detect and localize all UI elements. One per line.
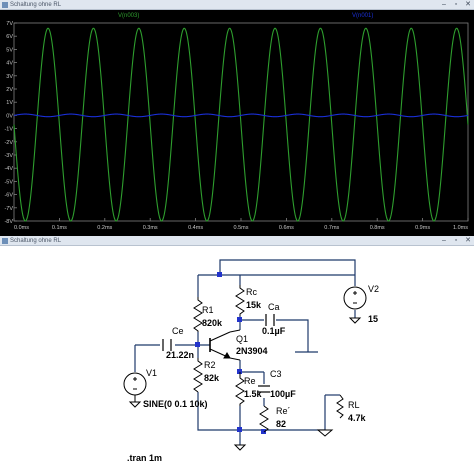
q1-name: Q1 — [236, 334, 248, 344]
waveform-window: Schaltung ohne RL – ▫ ✕ V(n003) V(n001) … — [0, 0, 474, 236]
schematic-titlebar[interactable]: Schaltung ohne RL – ▫ ✕ — [0, 236, 474, 246]
r1-value: 820k — [202, 318, 223, 328]
ca-value: 0.1µF — [262, 326, 286, 336]
spice-directive[interactable]: .tran 1m — [127, 453, 162, 463]
resistor-rc[interactable] — [235, 285, 245, 316]
voltage-source-v1[interactable] — [123, 372, 147, 408]
schematic-window-title: Schaltung ohne RL — [10, 238, 62, 244]
q1-model: 2N3904 — [236, 346, 268, 356]
maximize-button[interactable]: ▫ — [454, 1, 458, 8]
waveform-window-title: Schaltung ohne RL — [10, 2, 62, 8]
trace-label-v-out[interactable]: V(n003) — [118, 13, 139, 19]
y-tick-label: 7V — [6, 21, 13, 27]
resistor-rl[interactable] — [336, 394, 344, 419]
capacitor-ce[interactable] — [162, 339, 172, 351]
x-tick-label: 0.9ms — [415, 225, 430, 231]
resistor-re[interactable] — [235, 372, 245, 406]
c3-name: C3 — [270, 369, 282, 379]
plot-traces — [13, 27, 469, 222]
rl-name: RL — [348, 400, 360, 410]
y-tick-label: 6V — [6, 34, 13, 40]
junction-dots — [195, 272, 266, 434]
v1-value: SINE(0 0.1 10k) — [143, 399, 208, 409]
x-tick-label: 0.5ms — [234, 225, 249, 231]
close-button[interactable]: ✕ — [465, 1, 471, 8]
y-tick-label: -6V — [4, 193, 13, 199]
trace-v-in[interactable] — [13, 113, 469, 118]
re2-value: 82 — [276, 419, 286, 429]
x-tick-label: 0.4ms — [188, 225, 203, 231]
x-tick-label: 0.2ms — [97, 225, 112, 231]
x-tick-label: 0.8ms — [370, 225, 385, 231]
minimize-button[interactable]: – — [442, 1, 446, 8]
r2-value: 82k — [204, 373, 220, 383]
close-button[interactable]: ✕ — [465, 237, 471, 244]
c3-value: 100µF — [270, 389, 296, 399]
rc-name: Rc — [246, 287, 257, 297]
minimize-button[interactable]: – — [442, 237, 446, 244]
x-tick-label: 0.0ms — [14, 225, 29, 231]
rc-value: 15k — [246, 300, 262, 310]
ca-name: Ca — [268, 302, 280, 312]
y-tick-label: -2V — [4, 140, 13, 146]
x-tick-label: 0.1ms — [52, 225, 67, 231]
y-tick-label: 4V — [6, 61, 13, 67]
y-tick-label: 5V — [6, 47, 13, 53]
trace-label-v-in[interactable]: V(n001) — [352, 13, 373, 19]
wires — [134, 259, 356, 445]
r2-name: R2 — [204, 360, 216, 370]
y-tick-label: -1V — [4, 127, 13, 133]
transistor-q1[interactable] — [209, 329, 241, 361]
y-tick-label: 1V — [6, 100, 13, 106]
y-tick-label: 2V — [6, 87, 13, 93]
schematic-window: Schaltung ohne RL – ▫ ✕ — [0, 236, 474, 466]
y-tick-label: -4V — [4, 166, 13, 172]
ground-symbols — [233, 429, 334, 451]
rl-value: 4.7k — [348, 413, 367, 423]
y-tick-label: 3V — [6, 74, 13, 80]
x-tick-label: 0.3ms — [143, 225, 158, 231]
window-icon — [2, 2, 8, 8]
resistor-r2[interactable] — [193, 358, 203, 393]
maximize-button[interactable]: ▫ — [454, 237, 458, 244]
re-value: 1.5k — [244, 389, 263, 399]
window-icon — [2, 238, 8, 244]
ce-name: Ce — [172, 326, 184, 336]
x-tick-label: 0.6ms — [279, 225, 294, 231]
y-tick-label: -5V — [4, 179, 13, 185]
y-tick-label: 0V — [6, 113, 13, 119]
x-tick-label: 1.0ms — [453, 225, 468, 231]
y-tick-label: -8V — [4, 219, 13, 225]
waveform-titlebar[interactable]: Schaltung ohne RL – ▫ ✕ — [0, 0, 474, 10]
capacitor-ca[interactable] — [265, 314, 275, 326]
voltage-source-v2[interactable] — [343, 286, 367, 324]
resistor-re-prime[interactable] — [259, 405, 269, 433]
resistor-r1[interactable] — [193, 297, 203, 332]
v2-value: 15 — [368, 314, 378, 324]
capacitor-c3[interactable] — [258, 385, 270, 393]
re-name: Re — [244, 376, 256, 386]
y-tick-label: -7V — [4, 206, 13, 212]
waveform-plot[interactable]: V(n003) V(n001) 7V 6V 5V 4V 3V 2V 1V 0V -1V -2V -3… — [0, 10, 474, 236]
r1-name: R1 — [202, 305, 214, 315]
schematic-canvas[interactable]: R1 820k Rc 15k Ca 0.1µF Ce 21.22n — [0, 246, 474, 466]
y-tick-label: -3V — [4, 153, 13, 159]
ce-value: 21.22n — [166, 350, 194, 360]
x-tick-label: 0.7ms — [324, 225, 339, 231]
trace-v-out[interactable] — [13, 27, 469, 222]
re2-name: Re´ — [276, 406, 291, 416]
v1-name: V1 — [146, 368, 157, 378]
v2-name: V2 — [368, 284, 379, 294]
plot-axes: 7V 6V 5V 4V 3V 2V 1V 0V -1V -2V -3V -4V -5V -6V -7V -8V… — [4, 21, 469, 231]
